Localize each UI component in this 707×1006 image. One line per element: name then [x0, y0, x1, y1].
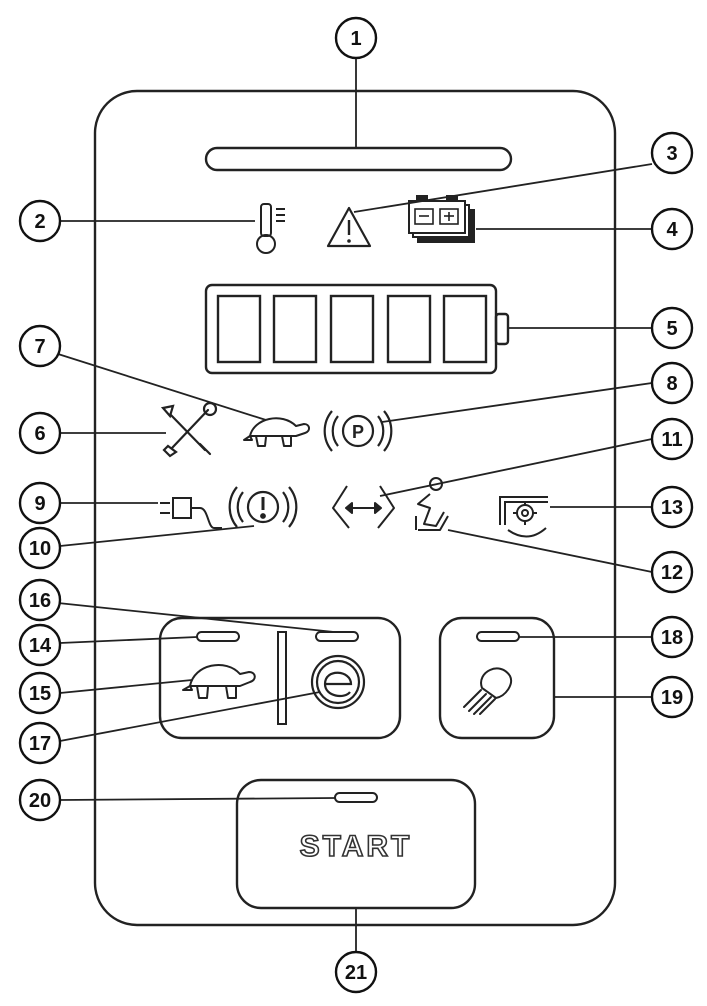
battery-segment [272, 294, 318, 364]
callout-label: 12 [661, 562, 683, 584]
speed-mode-button-group[interactable] [158, 616, 402, 740]
tools-icon [160, 401, 218, 458]
battery-segment [386, 294, 432, 364]
callout-7 [18, 324, 62, 368]
callout-9 [18, 481, 62, 525]
operator-seat-icon [415, 477, 449, 531]
callout-18 [650, 615, 694, 659]
battery-segment [442, 294, 488, 364]
parking-brake-icon: P [323, 410, 393, 452]
callout-label: 5 [666, 318, 677, 340]
callout-label: 21 [345, 962, 367, 984]
charging-plug-icon [160, 497, 222, 529]
callout-label: 2 [34, 211, 45, 233]
eco-mode-icon[interactable] [310, 654, 366, 710]
status-light-bar [204, 146, 513, 172]
callout-label: 8 [666, 373, 677, 395]
callout-6 [18, 411, 62, 455]
callout-3 [650, 131, 694, 175]
callout-label: 18 [661, 627, 683, 649]
callout-label: 17 [29, 733, 51, 755]
eco-button-led [315, 631, 359, 642]
callout-label: 6 [34, 423, 45, 445]
button-divider [277, 631, 287, 725]
callout-8 [650, 361, 694, 405]
callout-12 [650, 550, 694, 594]
work-light-led [476, 631, 520, 642]
callout-19 [650, 675, 694, 719]
callout-label: 11 [661, 429, 682, 451]
thermometer-icon [256, 203, 285, 254]
turtle-icon [243, 417, 310, 447]
callout-label: 16 [29, 590, 51, 612]
battery-gauge [204, 283, 510, 375]
parking-brake-glyph: P [352, 422, 364, 442]
battery-gauge-terminal [494, 312, 510, 346]
callout-5 [650, 306, 694, 350]
battery-segment [329, 294, 375, 364]
callout-label: 20 [29, 790, 51, 812]
warning-triangle-icon [326, 206, 372, 248]
callout-label: 10 [29, 538, 51, 560]
callout-label: 13 [661, 497, 683, 519]
callout-15 [18, 671, 62, 715]
callout-label: 19 [661, 687, 683, 709]
battery-gauge-frame [204, 283, 498, 375]
callout-16 [18, 578, 62, 622]
work-light-button[interactable] [438, 616, 556, 740]
callout-11 [650, 417, 694, 461]
battery-segment [216, 294, 262, 364]
turtle-button-led [196, 631, 240, 642]
callout-21 [334, 950, 378, 994]
work-light-icon [463, 667, 512, 715]
panel-outline [93, 89, 617, 927]
callout-17 [18, 721, 62, 765]
gear-settings-icon [499, 496, 548, 538]
leader-lines [57, 58, 653, 952]
battery-pack-icon [408, 195, 475, 243]
callout-13 [650, 485, 694, 529]
callout-4 [650, 207, 694, 251]
turtle-icon[interactable] [182, 664, 256, 699]
callout-2 [18, 199, 62, 243]
start-button-led [334, 792, 378, 803]
callout-20 [18, 778, 62, 822]
start-button-label: START [300, 830, 413, 863]
callout-label: 4 [666, 219, 678, 241]
callout-1 [334, 16, 378, 60]
callout-label: 15 [29, 683, 51, 705]
callout-label: 14 [29, 635, 52, 657]
callout-label: 3 [666, 143, 677, 165]
steering-icon [332, 485, 395, 529]
callout-14 [18, 623, 62, 667]
callout-label: 1 [350, 28, 361, 50]
callout-10 [18, 526, 62, 570]
brake-warning-icon [228, 486, 298, 528]
callout-label: 7 [34, 336, 45, 358]
callout-markers: 1 2 3 4 5 6 7 8 9 10 11 12 13 14 15 16 1 [18, 16, 694, 994]
callout-label: 9 [34, 493, 45, 515]
